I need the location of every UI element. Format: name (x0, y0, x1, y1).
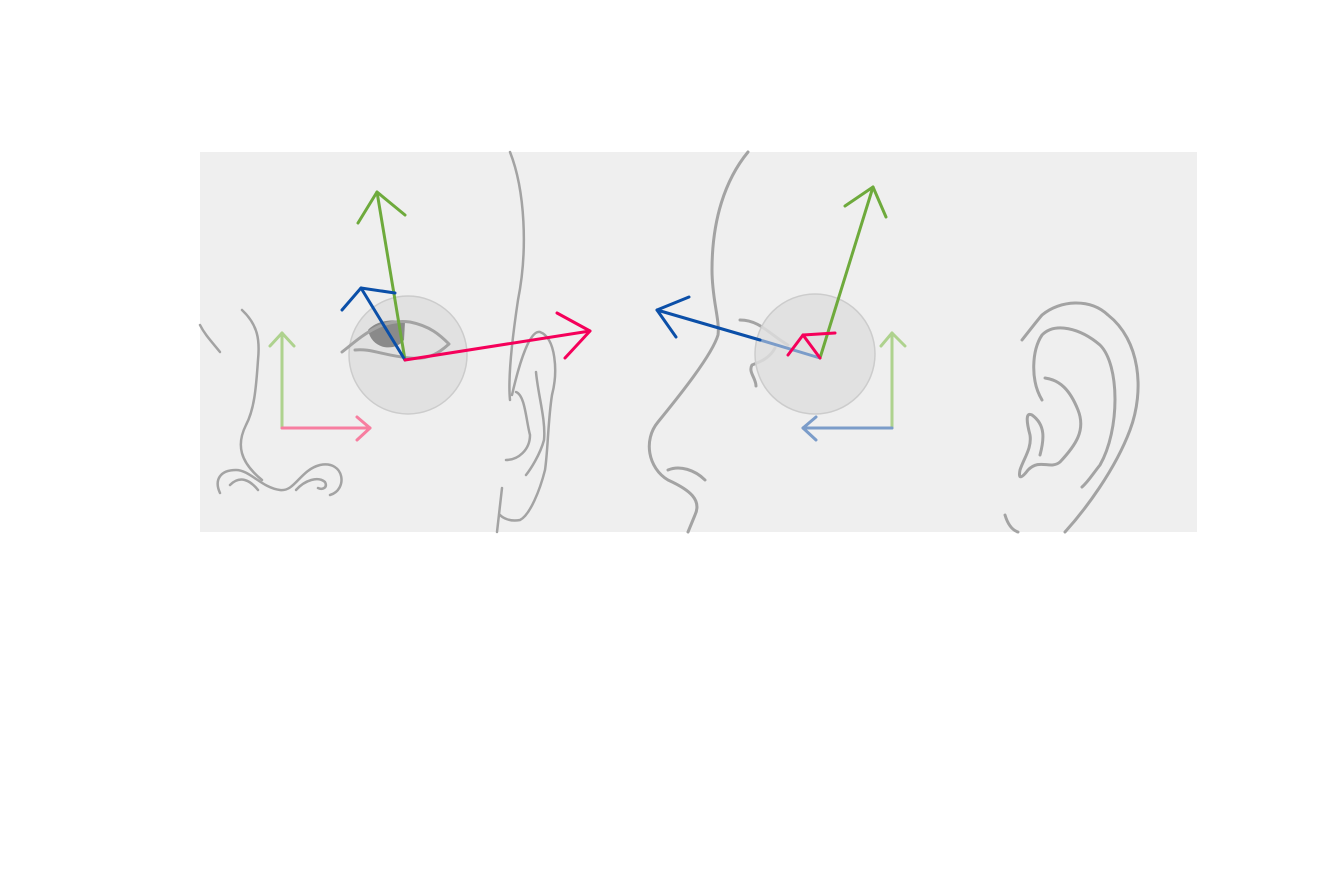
green-gaze-arrow (375, 190, 407, 362)
head-axes-side (801, 331, 907, 442)
gaze-axes-side (655, 185, 888, 360)
green-gaze-arrow (818, 185, 875, 360)
front-face-panel (198, 150, 592, 534)
front-face-outline (198, 150, 557, 534)
pink-gaze-arrow (403, 329, 592, 362)
eye-sphere-front (348, 295, 468, 415)
blue-gaze-arrow (655, 308, 762, 342)
head-axes-front (268, 331, 372, 442)
gaze-axes-front (340, 190, 592, 362)
eye-front (340, 319, 451, 360)
side-profile-outline (647, 150, 1140, 534)
eye-sphere-side (754, 293, 876, 415)
blue-gaze-arrow (359, 286, 407, 362)
side-profile-panel (647, 150, 1140, 534)
